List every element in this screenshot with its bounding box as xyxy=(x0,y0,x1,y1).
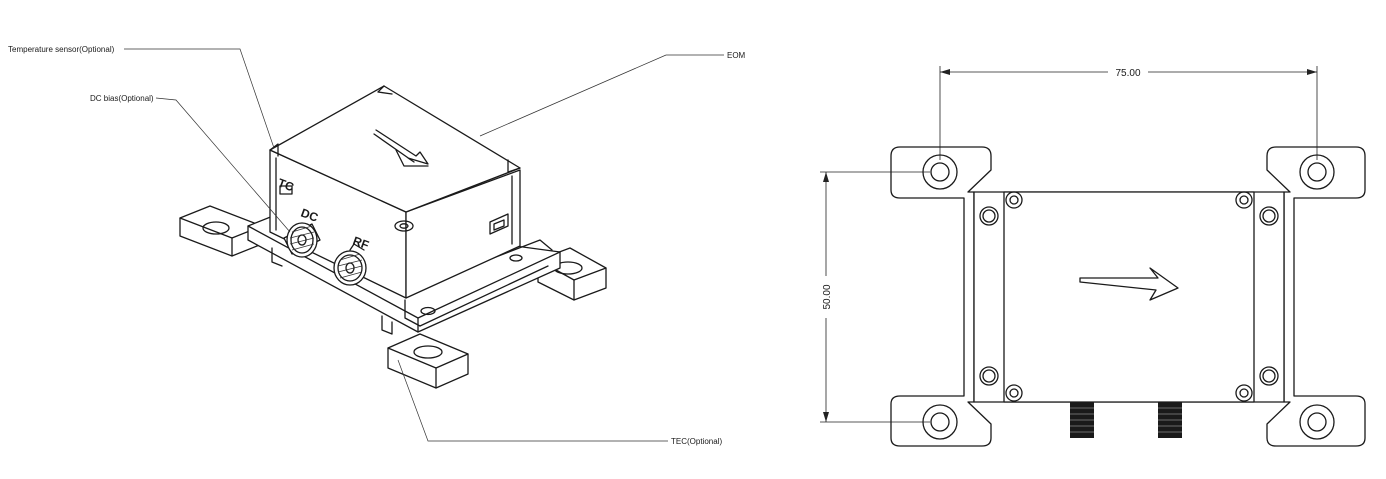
eom-leader xyxy=(479,54,724,137)
rf-sma-connector xyxy=(333,243,367,286)
rf-marking: RF xyxy=(351,234,371,253)
height-dimension-label: 50.00 xyxy=(822,284,833,309)
tc-marking: TC xyxy=(276,176,296,195)
base-outline xyxy=(890,146,992,447)
temperature-sensor-leader xyxy=(124,48,275,149)
dc-marking: DC xyxy=(299,206,320,225)
callout-leaders xyxy=(124,48,724,442)
tec-label: TEC(Optional) xyxy=(671,437,722,446)
dc-sma-connector xyxy=(283,222,321,258)
isometric-view: TC DC RF Temperature sensor(Optional) DC… xyxy=(8,45,746,446)
temperature-sensor-label: Temperature sensor(Optional) xyxy=(8,45,115,54)
eom-body xyxy=(269,85,521,299)
module-body xyxy=(1003,191,1255,403)
front-mounting-tab xyxy=(387,333,469,389)
arrow-right-icon xyxy=(1079,267,1179,301)
dc-bias-leader xyxy=(155,97,291,233)
dc-bias-label: DC bias(Optional) xyxy=(90,94,154,103)
tec-leader xyxy=(397,359,668,442)
side-connector xyxy=(489,213,509,235)
eom-label: EOM xyxy=(727,51,746,60)
top-view: 75.00 50.00 xyxy=(820,66,1366,447)
base-outline-right xyxy=(1266,146,1366,447)
direction-arrow-icon xyxy=(373,129,429,165)
plate-screws xyxy=(979,191,1279,402)
width-dimension-label: 75.00 xyxy=(1115,68,1140,79)
temperature-sensor-port xyxy=(279,185,293,195)
height-dimension: 50.00 xyxy=(820,171,930,423)
top-view-connectors xyxy=(1070,402,1182,438)
width-dimension: 75.00 xyxy=(939,66,1318,160)
